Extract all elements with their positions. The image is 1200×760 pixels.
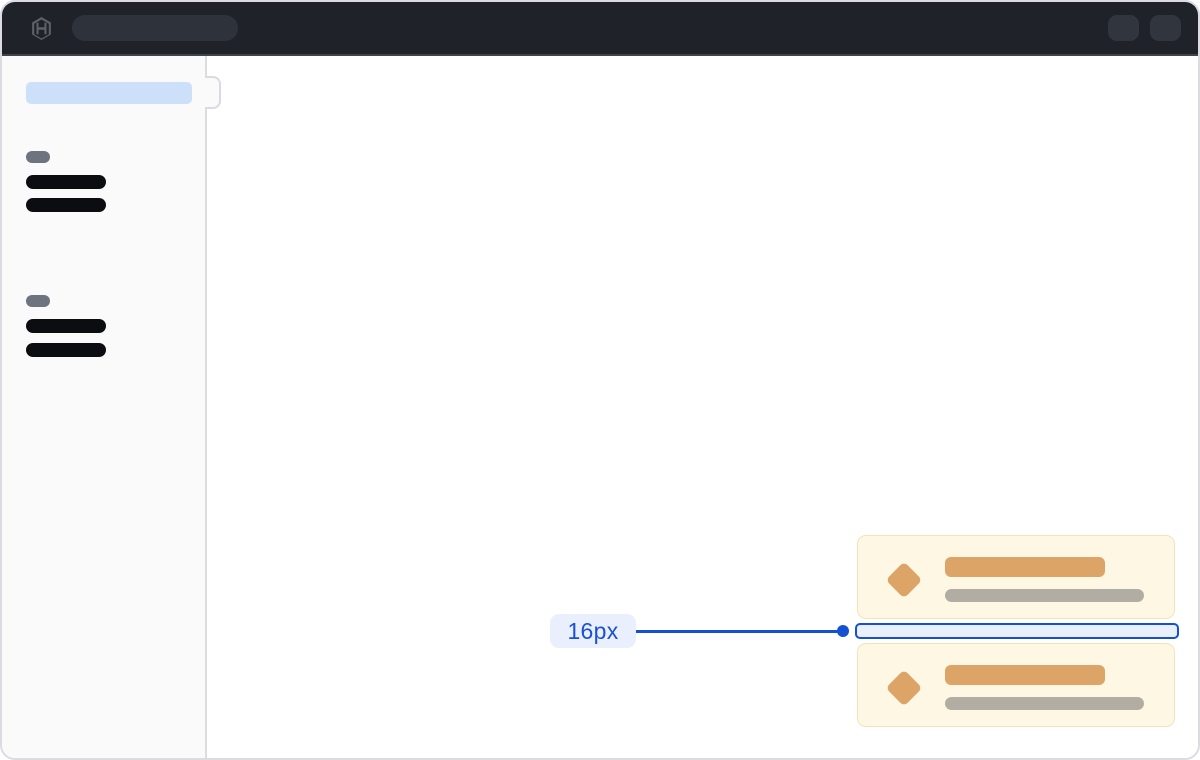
diamond-icon xyxy=(885,669,923,707)
spacing-highlight-box xyxy=(855,623,1179,639)
search-input-skeleton[interactable] xyxy=(72,15,238,41)
app-body: 16px xyxy=(2,56,1198,758)
sidebar-nav-item-skeleton[interactable] xyxy=(26,343,106,357)
toast-description-skeleton xyxy=(945,697,1144,710)
sidebar-nav-item-skeleton[interactable] xyxy=(26,175,106,189)
toast-description-skeleton xyxy=(945,589,1144,602)
sidebar-section-label-skeleton xyxy=(26,151,50,163)
spacing-annotation-label: 16px xyxy=(550,614,636,648)
top-nav-bar xyxy=(2,2,1198,56)
hashicorp-logo-icon xyxy=(32,16,51,40)
toast-notification xyxy=(857,535,1175,619)
sidebar-nav-item-skeleton[interactable] xyxy=(26,198,106,212)
sidebar-collapse-toggle[interactable] xyxy=(205,76,221,109)
main-content: 16px xyxy=(207,56,1198,758)
help-button-skeleton[interactable] xyxy=(1108,15,1139,41)
dot-icon xyxy=(837,625,849,637)
sidebar-nav xyxy=(2,56,221,758)
toast-title-skeleton xyxy=(945,665,1105,685)
toast-title-skeleton xyxy=(945,557,1105,577)
toast-notification xyxy=(857,643,1175,727)
annotation-connector-line xyxy=(636,630,838,633)
diamond-icon xyxy=(885,561,923,599)
sidebar-section-label-skeleton xyxy=(26,295,50,307)
sidebar-nav-item-skeleton[interactable] xyxy=(26,319,106,333)
user-menu-skeleton[interactable] xyxy=(1150,15,1181,41)
sidebar-selected-item-skeleton[interactable] xyxy=(26,82,192,104)
